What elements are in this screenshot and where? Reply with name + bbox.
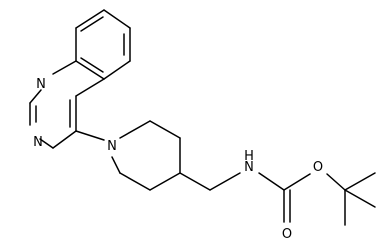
tert-butyl-group bbox=[344, 172, 376, 226]
atom-label-amide-n: N bbox=[244, 160, 254, 175]
atom-label-ester-o: O bbox=[313, 160, 323, 175]
quinazoline-pyrimidine-ring bbox=[29, 60, 105, 149]
quinazoline-benzo-ring bbox=[75, 9, 131, 80]
atom-label-n1: N bbox=[36, 77, 46, 92]
atom-label-carbonyl-o: O bbox=[282, 227, 292, 242]
atom-label-piperidine-n: N bbox=[107, 139, 117, 154]
piperidine-ring bbox=[111, 120, 181, 191]
atom-label-n3: N bbox=[33, 135, 43, 150]
boc-aminomethyl-chain bbox=[179, 172, 346, 223]
atom-label-amide-h: H bbox=[244, 149, 254, 164]
c4-n-bond bbox=[75, 130, 105, 141]
